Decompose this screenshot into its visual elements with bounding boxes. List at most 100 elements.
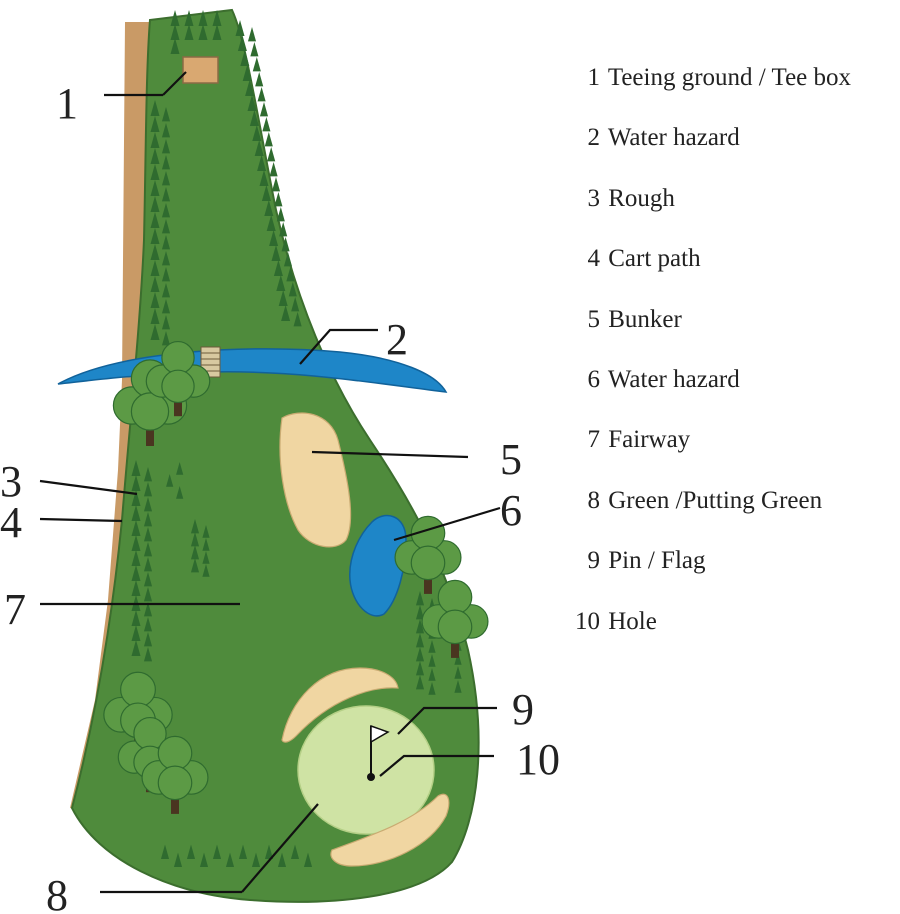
conifer-tree [131, 550, 141, 566]
conifer-tree [237, 35, 247, 51]
callout-8: 8 [46, 871, 68, 914]
conifer-tree [254, 140, 264, 156]
conifer-tree [415, 633, 425, 648]
conifer-tree [161, 123, 171, 138]
conifer-tree [274, 192, 283, 207]
legend-label: Cart path [608, 245, 701, 273]
conifer-tree [269, 162, 278, 177]
conifer-tree [273, 260, 283, 276]
water-hazard-pond [349, 514, 407, 617]
conifer-tree [176, 486, 184, 499]
callout-6: 6 [500, 486, 522, 535]
pin-flag [370, 724, 390, 776]
conifer-tree [131, 610, 141, 626]
conifer-tree [170, 38, 180, 54]
conifer-tree [290, 844, 300, 859]
legend-num: 2 [587, 124, 601, 152]
conifer-tree [161, 267, 171, 282]
conifer-tree [251, 852, 261, 867]
leader-4 [39, 517, 123, 523]
conifer-tree [131, 580, 141, 596]
conifer-tree [283, 252, 293, 267]
legend-item: 2 Water hazard [566, 118, 896, 178]
conifer-tree [202, 538, 210, 551]
conifer-tree [143, 512, 153, 527]
putting-green [297, 705, 435, 835]
round-tree-crown [157, 765, 193, 801]
conifer-tree [257, 155, 267, 171]
conifer-tree [415, 661, 425, 676]
conifer-tree [235, 20, 245, 36]
conifer-tree [186, 844, 196, 859]
conifer-tree [150, 100, 160, 116]
conifer-tree [161, 299, 171, 314]
conifer-tree [143, 497, 153, 512]
legend-num: 4 [587, 245, 601, 273]
conifer-tree [240, 50, 250, 66]
conifer-tree [170, 24, 180, 40]
conifer-tree [428, 640, 436, 653]
conifer-tree [415, 591, 425, 606]
conifer-tree [279, 222, 288, 237]
conifer-tree [161, 235, 171, 250]
tee-box [182, 56, 219, 84]
callout-4: 4 [0, 498, 22, 547]
conifer-tree [415, 619, 425, 634]
bridge [200, 346, 221, 378]
conifer-tree [143, 467, 153, 482]
conifer-tree [150, 260, 160, 276]
leader-2 [299, 328, 378, 365]
conifer-tree [454, 652, 462, 665]
conifer-tree [143, 617, 153, 632]
conifer-tree [176, 462, 184, 475]
conifer-tree [161, 171, 171, 186]
conifer-tree [131, 490, 141, 506]
conifer-tree [150, 244, 160, 260]
conifer-tree [269, 230, 279, 246]
conifer-tree [131, 625, 141, 641]
legend-item: 10 Hole [566, 602, 896, 662]
callout-9: 9 [512, 685, 534, 734]
conifer-tree [190, 532, 200, 547]
conifer-tree [150, 228, 160, 244]
conifer-tree [143, 647, 153, 662]
round-tree-crown [120, 671, 156, 708]
conifer-tree [259, 170, 269, 186]
round-tree-crown [157, 735, 193, 771]
conifer-tree [257, 87, 266, 102]
round-tree-crown [130, 392, 170, 431]
conifer-tree [252, 125, 262, 141]
leader-9 [397, 706, 497, 735]
bunker-arc-top [281, 667, 399, 743]
conifer-tree [150, 196, 160, 212]
conifer-tree [150, 276, 160, 292]
conifer-tree [252, 57, 261, 72]
leader-3 [39, 479, 138, 496]
conifer-tree [131, 565, 141, 581]
conifer-tree [242, 65, 252, 81]
callout-7: 7 [4, 585, 26, 634]
conifer-tree [288, 282, 297, 297]
legend-label: Pin / Flag [608, 547, 706, 575]
leader-10 [379, 754, 494, 777]
conifer-tree [199, 852, 209, 867]
conifer-tree [150, 148, 160, 164]
conifer-tree [266, 215, 276, 231]
conifer-tree [249, 110, 259, 126]
legend-num: 7 [587, 426, 601, 454]
conifer-tree [143, 542, 153, 557]
conifer-tree [161, 219, 171, 234]
conifer-tree [150, 116, 160, 132]
conifer-tree [255, 72, 264, 87]
conifer-tree [281, 237, 290, 252]
legend-label: Water hazard [607, 124, 740, 152]
conifer-tree [454, 680, 462, 693]
conifer-tree [143, 602, 153, 617]
conifer-tree [303, 852, 313, 867]
conifer-tree [161, 283, 171, 298]
conifer-tree [454, 666, 462, 679]
conifer-tree [198, 10, 208, 26]
leader-5 [311, 450, 469, 459]
conifer-tree [170, 10, 180, 26]
legend-num: 10 [575, 607, 600, 635]
